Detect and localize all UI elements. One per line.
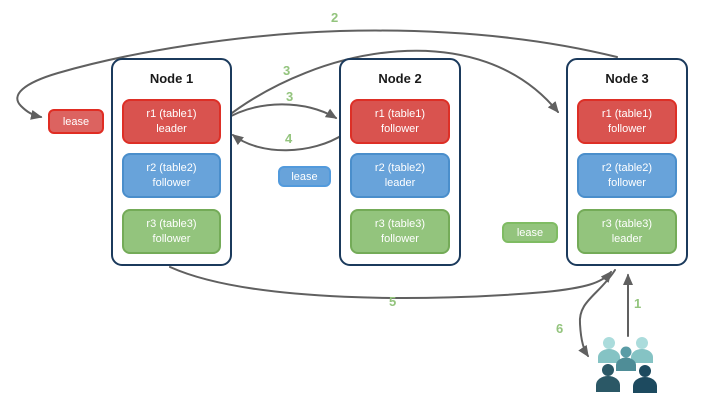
person-body [631,349,653,363]
node-2-title: Node 2 [378,71,422,86]
replica-name: r2 (table2) [374,162,426,175]
person-head [636,337,648,349]
step-label-6: 6 [556,321,564,336]
step-label-1: 1 [634,296,642,311]
person-head [602,364,614,376]
step-label-3a: 3 [283,63,291,78]
arrow-step3-node1-to-node2 [223,103,338,121]
replica-role: follower [152,232,191,245]
lease-badge-table2: lease [278,166,331,187]
replica-role: follower [152,176,191,189]
users-icon [596,337,657,393]
node-1: Node 1 r1 (table1) leader r2 (table2) fo… [111,58,232,266]
step-label-3b: 3 [286,89,294,104]
node-2: Node 2 r1 (table1) follower r2 (table2) … [339,58,461,266]
replica-role: follower [381,122,419,135]
node2-replica-r1: r1 (table1) follower [350,99,450,144]
step-label-5: 5 [389,294,397,309]
node-3: Node 3 r1 (table1) follower r2 (table2) … [566,58,688,266]
replica-role: follower [381,232,419,245]
replica-name: r2 (table2) [146,162,197,175]
replica-name: r1 (table1) [601,108,653,121]
replica-name: r3 (table3) [374,218,426,231]
person-head [620,346,632,358]
node2-replica-r2: r2 (table2) leader [350,153,450,198]
replica-role: follower [608,122,646,135]
person-head [639,365,651,377]
arrow-step2-node3-to-lease1 [16,29,618,120]
node3-replica-r2: r2 (table2) follower [577,153,677,198]
replica-role: leader [384,176,416,189]
node1-replica-r1: r1 (table1) leader [122,99,221,144]
replica-name: r3 (table3) [601,218,653,231]
replica-name: r2 (table2) [601,162,653,175]
replica-name: r1 (table1) [374,108,426,121]
lease-badge-table3: lease [502,222,558,243]
person-body [616,357,636,371]
step-label-2: 2 [331,10,339,25]
person-body [598,349,620,363]
node1-replica-r3: r3 (table3) follower [122,209,221,254]
replica-role: follower [608,176,646,189]
node-1-title: Node 1 [149,71,194,86]
person-body [633,377,657,393]
node1-replica-r2: r2 (table2) follower [122,153,221,198]
node3-replica-r1: r1 (table1) follower [577,99,677,144]
lease-badge-table1: lease [48,109,104,134]
replica-name: r3 (table3) [146,218,197,231]
person-body [596,376,620,392]
node2-replica-r3: r3 (table3) follower [350,209,450,254]
person-head [603,337,615,349]
replica-role: leader [156,122,187,135]
node-3-title: Node 3 [605,71,649,86]
replica-role: leader [611,232,643,245]
node3-replica-r3: r3 (table3) leader [577,209,677,254]
replica-name: r1 (table1) [146,108,197,121]
step-label-4: 4 [285,131,293,146]
